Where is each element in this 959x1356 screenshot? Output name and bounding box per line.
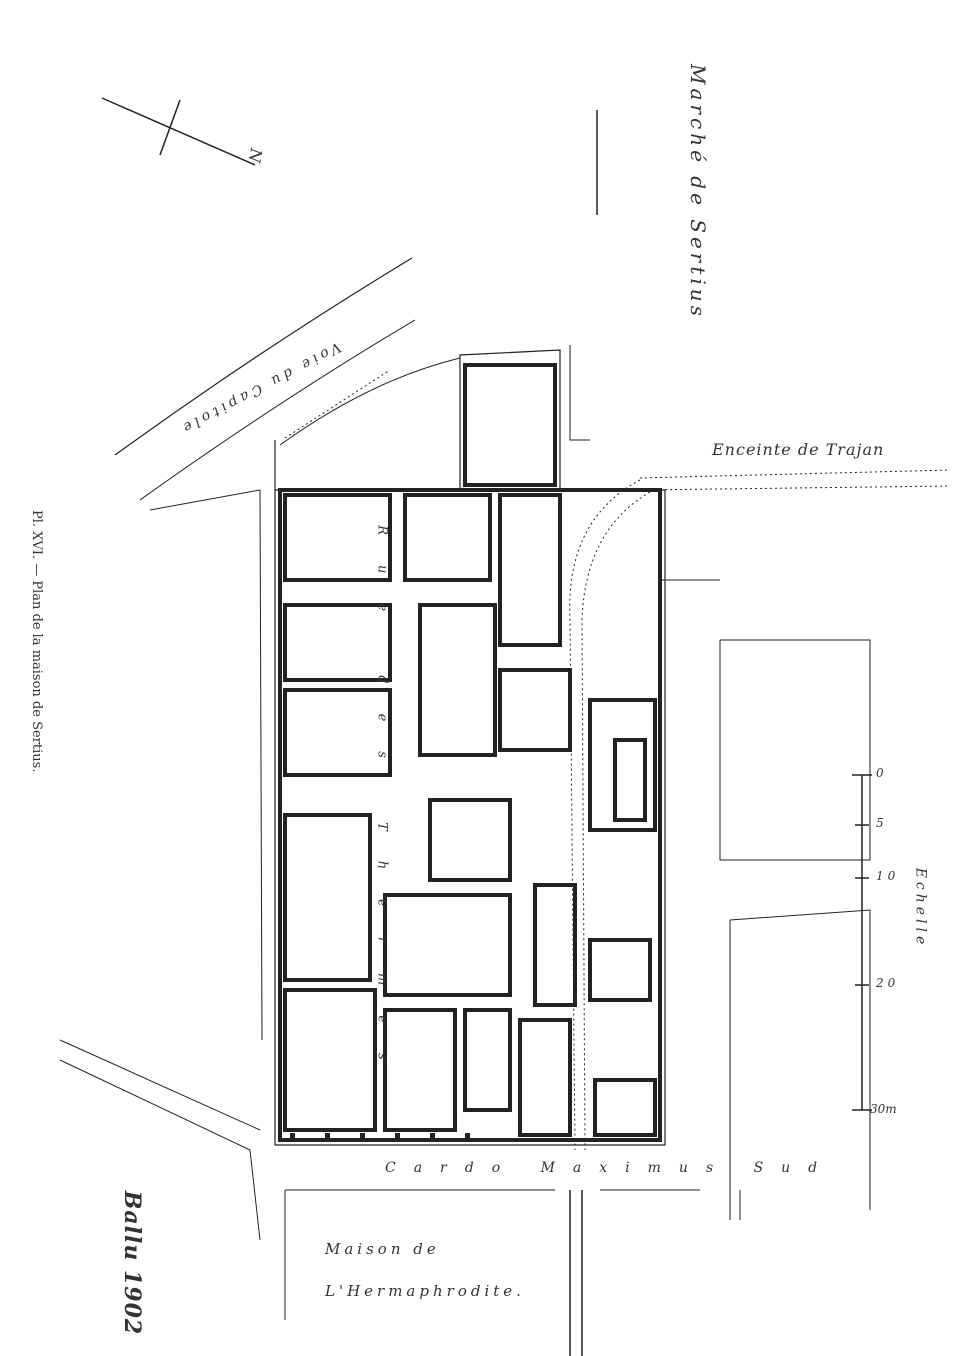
label-scale-title: Echelle [912, 867, 929, 949]
wall-enceinte-line [639, 469, 951, 491]
scale-tick-20: 20 [876, 976, 900, 990]
road-capitol-line [114, 257, 413, 456]
scale-tick-10: 10 [876, 869, 900, 883]
label-cardo: Cardo Maximus Sud [385, 1160, 836, 1176]
label-wall: Enceinte de Trajan [712, 440, 885, 459]
label-market: Marché de Sertius [685, 64, 710, 320]
scale-tick-30: 30m [870, 1102, 897, 1116]
scale-tick-0: 0 [876, 766, 888, 780]
plate-caption: Pl. XVI. — Plan de la maison de Sertius. [29, 510, 44, 773]
label-house-2: L'Hermaphrodite. [325, 1282, 525, 1300]
signature: Ballu 1902 [119, 1190, 146, 1336]
colonnade [290, 1133, 470, 1141]
scale-bar [852, 774, 872, 1111]
label-house-1: Maison de [325, 1240, 440, 1258]
north-arrow-icon [101, 97, 256, 166]
north-label: N [244, 146, 266, 169]
scale-tick-5: 5 [876, 816, 888, 830]
label-street-thermes: Rue des Thermes [374, 525, 390, 1090]
